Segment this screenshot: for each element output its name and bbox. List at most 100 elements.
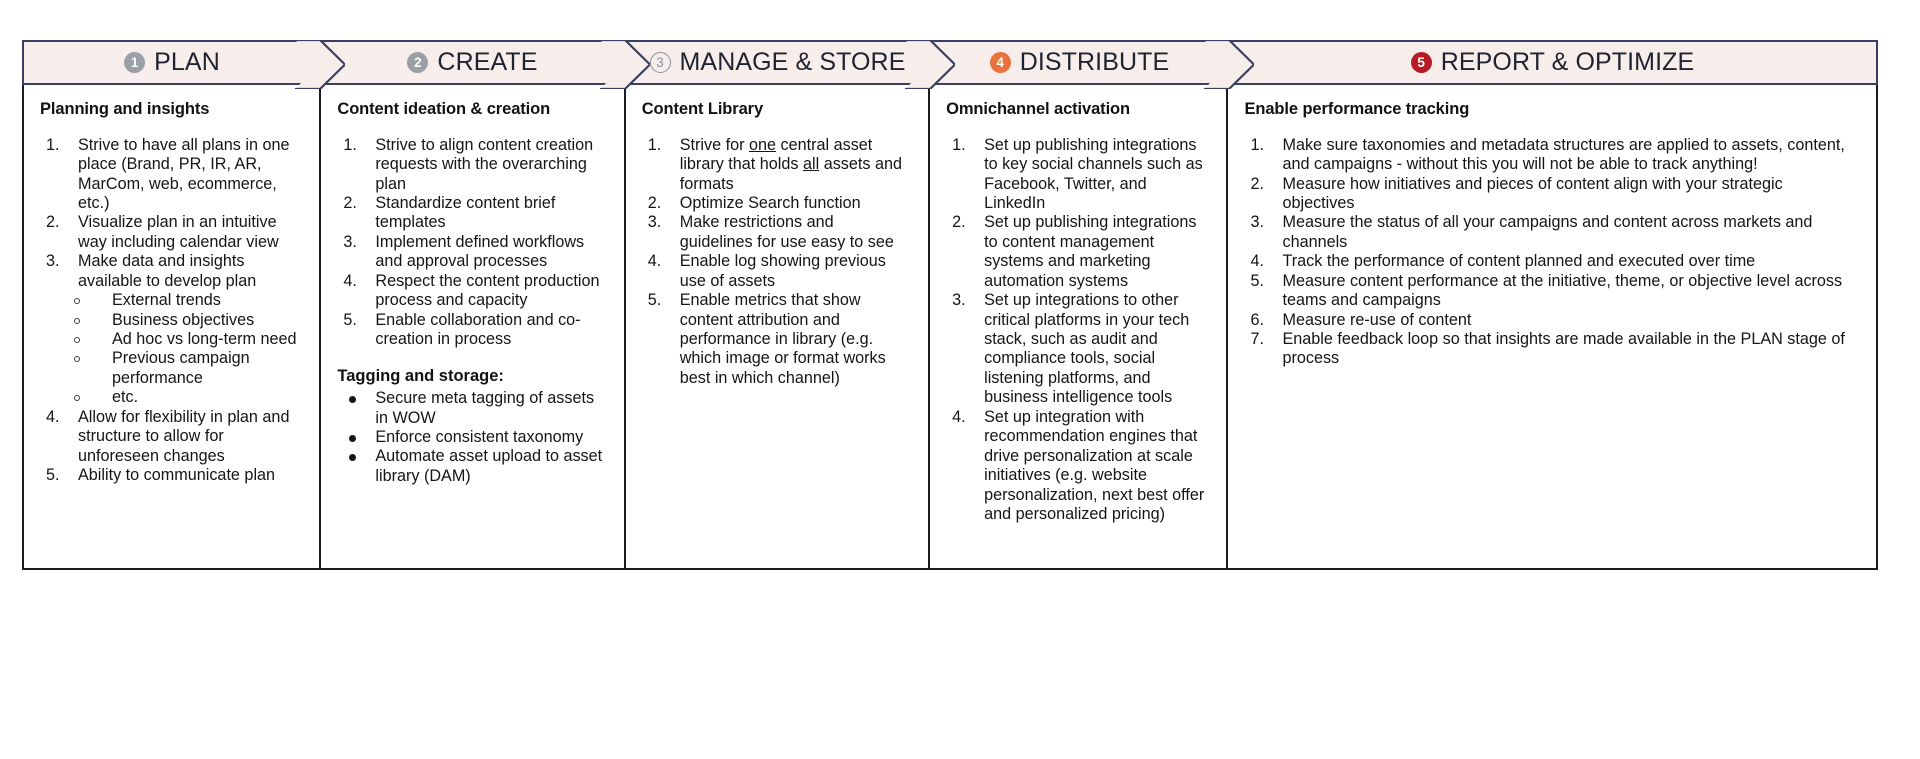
stage-columns: Planning and insights 1.Strive to have al… xyxy=(22,85,1878,570)
list-item-number: 3. xyxy=(647,213,662,232)
list-item-number: 2. xyxy=(952,213,966,232)
list-item-text: Set up integrations to other critical pl… xyxy=(984,291,1190,407)
list-item: 4. Respect the content production process… xyxy=(337,272,605,311)
sub-list-item: etc. xyxy=(40,388,301,407)
list-item-number: 2. xyxy=(647,193,662,212)
list-item-text: Measure content performance at the initi… xyxy=(1282,271,1843,310)
numbered-list: 1.Strive to have all plans in one place … xyxy=(40,136,301,292)
list-item-number: 1. xyxy=(46,135,60,154)
stage-column-1: Planning and insights 1.Strive to have al… xyxy=(24,85,322,568)
list-item: 3. Measure the status of all your campaig… xyxy=(1244,213,1858,252)
list-item-text: Ability to communicate plan xyxy=(78,466,276,485)
sub-list-item: External trends xyxy=(40,291,301,310)
list-item-text: Set up integration with recommendation e… xyxy=(984,407,1205,523)
stage-number-badge-icon: 1 xyxy=(124,52,146,73)
list-item-number: 2. xyxy=(343,193,357,212)
sub-list-item: Previous campaign performance xyxy=(40,349,301,388)
stage-header-create[interactable]: 2 CREATE xyxy=(320,40,650,89)
list-item: 1.Strive to have all plans in one place … xyxy=(40,136,301,214)
list-item-text-fragment: Strive for xyxy=(679,135,749,154)
stage-number-badge-icon: 3 xyxy=(649,52,671,73)
column-heading: Omnichannel activation xyxy=(946,100,1131,118)
sub-list-item: Business objectives xyxy=(40,311,301,330)
list-item: 3. Set up integrations to other critical … xyxy=(946,291,1208,408)
bullet-list-item: Enforce consistent taxonomy xyxy=(337,428,605,447)
stage-header-label-wrap: 2 CREATE xyxy=(407,48,537,77)
list-item-text: Enable feedback loop so that insights ar… xyxy=(1282,330,1845,368)
list-item-text: Track the performance of content planned… xyxy=(1282,252,1756,271)
list-item-number: 2. xyxy=(46,213,60,232)
list-item: 1. Set up publishing integrations to key … xyxy=(946,136,1208,214)
stage-number-badge-icon: 2 xyxy=(407,52,429,73)
sub-list-item: Ad hoc vs long-term need xyxy=(40,330,301,349)
bullet-list-item: Secure meta tagging of assets in WOW xyxy=(337,389,605,428)
stage-column-3: Content Library 1. Strive for one central … xyxy=(626,85,931,568)
list-item: 2. Optimize Search function xyxy=(642,194,910,213)
list-item-number: 4. xyxy=(1250,252,1264,271)
list-item-number: 4. xyxy=(343,271,357,290)
list-item-number: 3. xyxy=(952,291,966,310)
list-item-number: 3. xyxy=(46,252,60,271)
list-item: 2.Visualize plan in an intuitive way inc… xyxy=(40,213,301,252)
list-item-number: 1. xyxy=(952,135,966,154)
stage-number-badge-icon: 5 xyxy=(1410,52,1432,73)
numbered-list-continued: 4. Allow for flexibility in plan and stru… xyxy=(40,408,301,486)
list-item: 3.Implement defined workflows and approv… xyxy=(337,233,605,272)
list-item-text: Make restrictions and guidelines for use… xyxy=(679,213,894,251)
list-item-text: Enable log showing previous use of asset… xyxy=(679,252,886,290)
list-item: 1. Strive for one central asset library t… xyxy=(642,136,910,194)
list-item-number: 4. xyxy=(952,407,966,426)
list-item-text: Strive to align content creation request… xyxy=(375,135,594,193)
list-item-text: Set up publishing integrations to conten… xyxy=(984,213,1197,290)
list-item-text: Enable collaboration and co-creation in … xyxy=(375,310,581,348)
list-item: 4. Track the performance of content plann… xyxy=(1244,252,1858,271)
list-item: 4. Set up integration with recommendation… xyxy=(946,408,1208,525)
stage-title: CREATE xyxy=(437,48,538,76)
stage-column-4: Omnichannel activation 1. Set up publishin… xyxy=(930,85,1229,568)
list-item-text: Make sure taxonomies and metadata struct… xyxy=(1282,135,1845,174)
list-item: 3.Make data and insights available to de… xyxy=(40,252,301,291)
list-item-number: 4. xyxy=(46,407,60,426)
list-item-text: Standardize content brief templates xyxy=(375,193,556,232)
list-item: 1. Make sure taxonomies and metadata stru… xyxy=(1244,136,1858,175)
list-item-number: 1. xyxy=(1250,135,1264,154)
list-item-text: Measure the status of all your campaigns… xyxy=(1282,213,1813,251)
list-item-number: 7. xyxy=(1250,330,1264,348)
list-item-text: Respect the content production process a… xyxy=(375,271,600,310)
column-heading: Planning and insights xyxy=(40,100,210,118)
stage-header-label-wrap: 1 PLAN xyxy=(124,48,220,77)
emphasized-text: one xyxy=(749,135,777,154)
list-item-text: Allow for flexibility in plan and struct… xyxy=(78,407,290,465)
list-item-text-fragment: central asset library that holds xyxy=(679,135,873,174)
list-item: 7. Enable feedback loop so that insights … xyxy=(1244,330,1858,369)
list-item-text: Optimize Search function xyxy=(679,193,861,212)
list-item-text: Set up publishing integrations to key so… xyxy=(984,135,1203,212)
list-item: 3. Make restrictions and guidelines for u… xyxy=(642,213,910,252)
list-item-text: Measure re-use of content xyxy=(1282,310,1472,329)
list-item-number: 6. xyxy=(1250,310,1264,329)
list-item-number: 3. xyxy=(1250,213,1264,232)
stage-header-plan[interactable]: 1 PLAN xyxy=(22,40,345,89)
column-heading: Content ideation & creation xyxy=(337,100,551,118)
list-item-number: 5. xyxy=(1250,271,1264,290)
column-heading: Content Library xyxy=(641,100,764,118)
stage-title: PLAN xyxy=(154,48,220,76)
list-item-number: 1. xyxy=(647,135,662,154)
column-section-heading: Tagging and storage: xyxy=(337,367,504,386)
list-item-number: 5. xyxy=(647,291,662,310)
stage-title: DISTRIBUTE xyxy=(1019,48,1170,76)
list-item-number: 3. xyxy=(343,232,357,251)
bullet-list-item: Automate asset upload to asset library (… xyxy=(337,447,605,486)
list-item-text: Enable metrics that show content attribu… xyxy=(679,291,886,387)
